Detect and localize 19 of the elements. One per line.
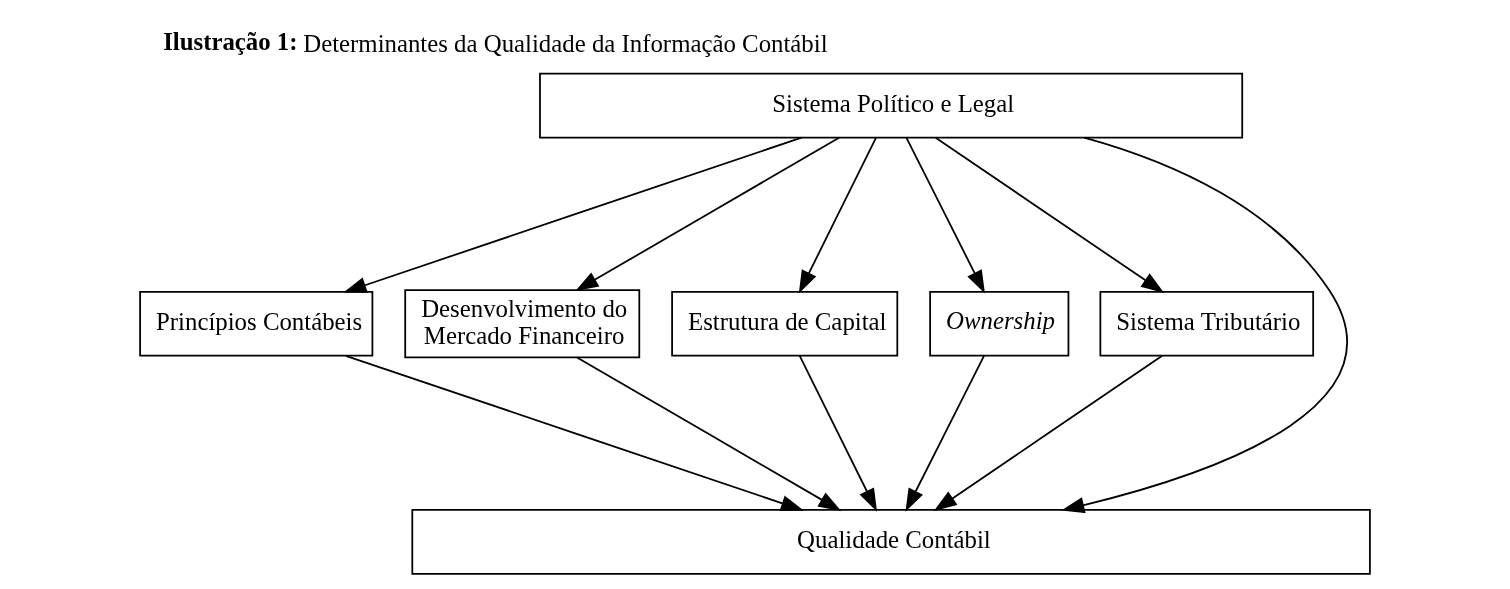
arrow xyxy=(798,136,877,294)
arrow xyxy=(798,354,877,512)
node-box: Ownership xyxy=(929,290,1070,357)
arrow xyxy=(575,136,840,292)
node-box: Princípios Contábeis xyxy=(139,290,374,357)
arrow xyxy=(344,354,804,511)
arrow xyxy=(905,136,985,294)
diagram-title: Ilustração 1: Determinantes da Qualidade da Informação Contábil xyxy=(163,28,828,57)
arrow xyxy=(934,136,1165,293)
node-box: Estrutura de Capital xyxy=(671,290,899,357)
node-box: Desenvolvimento do Mercado Financeiro xyxy=(404,289,641,359)
arrow xyxy=(1061,136,1348,514)
arrow xyxy=(343,136,803,293)
arrow xyxy=(933,354,1164,512)
node-box: Qualidade Contábil xyxy=(411,509,1371,575)
node-box: Sistema Tributário xyxy=(1099,290,1315,357)
arrow xyxy=(576,356,842,512)
node-box: Sistema Político e Legal xyxy=(539,72,1244,139)
arrow xyxy=(905,354,985,512)
